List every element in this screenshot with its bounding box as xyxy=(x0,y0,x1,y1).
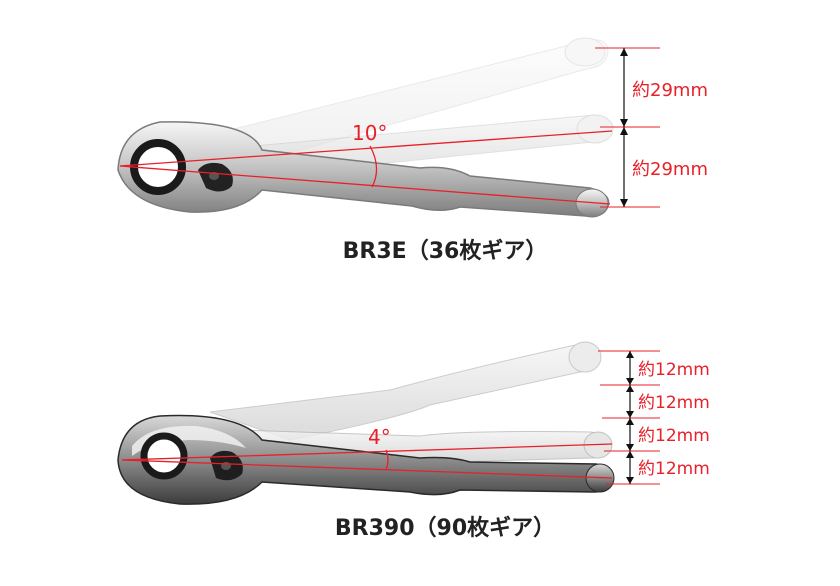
bottom-angle-label: 4° xyxy=(368,425,391,449)
top-dimension-markers xyxy=(595,47,660,208)
top-angle-arc xyxy=(369,145,378,188)
bottom-dimension-markers xyxy=(598,350,660,485)
top-reference-line-2 xyxy=(119,165,611,205)
top-model-title: BR3E（36枚ギア） xyxy=(343,238,548,264)
bottom-reference-line-1 xyxy=(121,443,613,461)
top-reference-line-1 xyxy=(119,130,613,167)
bottom-model-title: BR390（90枚ギア） xyxy=(335,515,555,541)
bottom-angle-arc xyxy=(385,449,389,471)
top-wrench-ghost xyxy=(188,37,609,171)
bottom-wrench-body xyxy=(117,414,615,505)
top-dimension-label-1: 約29mm xyxy=(632,80,708,101)
bottom-wrench-ghost xyxy=(209,341,602,441)
bottom-reference-line-2 xyxy=(121,459,613,479)
top-dimension-label-2: 約29mm xyxy=(632,159,708,180)
top-angle-label: 10° xyxy=(352,121,387,145)
bottom-dimension-label-2: 約12mm xyxy=(638,393,710,413)
bottom-dimension-label-1: 約12mm xyxy=(638,360,710,380)
top-wrench-group: 10° 約29mm 約29mm BR3E（36枚ギア） xyxy=(117,37,708,264)
bottom-drive-ring xyxy=(140,432,188,480)
bottom-wrench-group: 4° 約12mm 約12mm 約12mm 約12mm BR390（90枚ギア） xyxy=(117,341,710,541)
bottom-dimension-label-3: 約12mm xyxy=(638,426,710,446)
bottom-dimension-label-4: 約12mm xyxy=(638,459,710,479)
